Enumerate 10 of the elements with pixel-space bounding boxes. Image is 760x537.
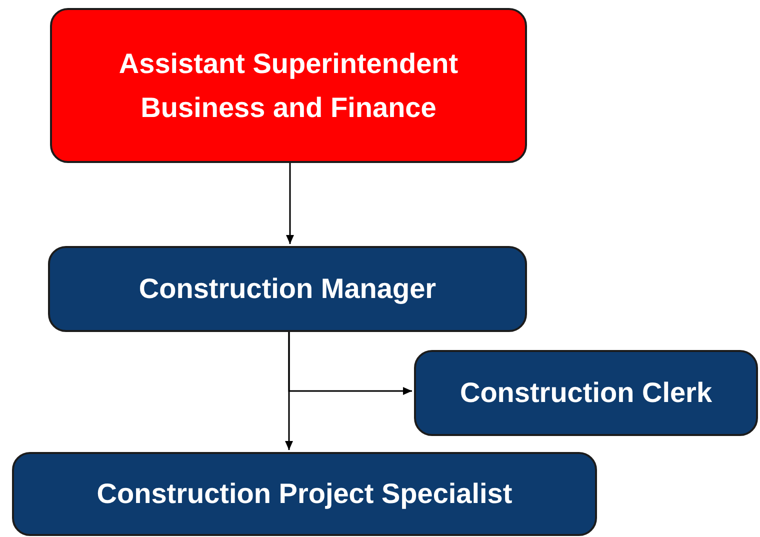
role-box xyxy=(12,452,597,536)
arrow xyxy=(285,332,293,450)
role-title: Construction Project Specialist xyxy=(96,477,512,512)
role-title: Assistant Superintendent Business and Finance xyxy=(118,47,460,124)
role-box xyxy=(414,350,758,436)
role-title: Construction Clerk xyxy=(460,376,712,410)
role-box xyxy=(48,246,527,332)
executive-box xyxy=(50,8,527,163)
role-title: Construction Manager xyxy=(138,272,436,306)
arrow xyxy=(286,163,294,244)
